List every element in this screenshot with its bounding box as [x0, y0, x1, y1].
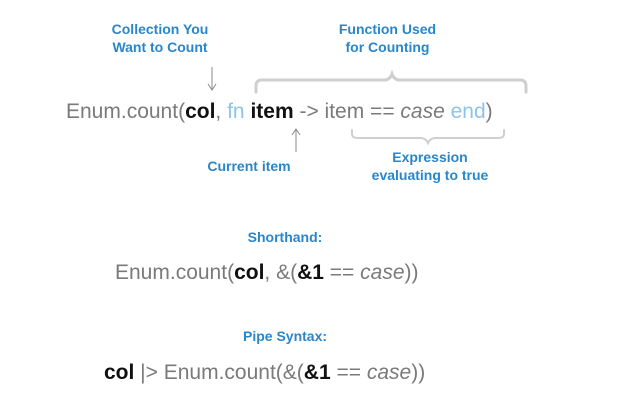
collection-arrow — [207, 67, 217, 91]
pipe-case: case — [366, 361, 412, 384]
function-label-line1: Function Used — [338, 21, 437, 37]
shorthand-col: col — [234, 261, 265, 284]
current-item-arrow — [291, 128, 301, 152]
shorthand-arg: &1 — [297, 261, 324, 284]
function-label-line2: for Counting — [345, 39, 430, 55]
main-fn-keyword: fn — [227, 100, 245, 123]
pipe-close: )) — [411, 361, 426, 384]
function-bracket — [254, 69, 528, 94]
main-item: item — [250, 100, 294, 123]
collection-label-line1: Collection You — [111, 21, 209, 37]
pipe-middle: |> Enum.count(&( — [134, 361, 304, 384]
current-item-label: Current item — [207, 158, 291, 174]
shorthand-middle: , &( — [264, 261, 298, 284]
main-arrow: -> item == — [293, 100, 401, 123]
collection-label-line2: Want to Count — [112, 39, 208, 55]
expression-label: Expression evaluating to true — [350, 148, 510, 184]
main-end-keyword: end — [450, 100, 486, 123]
shorthand-case: case — [360, 261, 405, 284]
pipe-arg: &1 — [303, 361, 331, 384]
pipe-expression: col |> Enum.count(&(&1 == case)) — [104, 360, 425, 386]
shorthand-heading: Shorthand: — [247, 229, 323, 245]
main-col: col — [185, 100, 216, 123]
shorthand-prefix: Enum.count( — [115, 261, 235, 284]
function-label: Function Used for Counting — [325, 20, 450, 56]
collection-label: Collection You Want to Count — [100, 20, 220, 56]
main-case: case — [400, 100, 445, 123]
main-comma: , — [215, 100, 228, 123]
pipe-heading: Pipe Syntax: — [242, 328, 328, 344]
expression-label-line1: Expression — [392, 149, 468, 165]
shorthand-eq: == — [323, 261, 361, 284]
main-close: ) — [485, 100, 493, 123]
main-prefix: Enum.count( — [66, 100, 186, 123]
pipe-eq: == — [330, 361, 367, 384]
main-expression: Enum.count(col, fn item -> item == case … — [66, 99, 493, 125]
shorthand-close: )) — [404, 261, 419, 284]
shorthand-expression: Enum.count(col, &(&1 == case)) — [115, 260, 419, 286]
pipe-col: col — [104, 361, 135, 384]
expression-bracket — [351, 129, 505, 146]
expression-label-line2: evaluating to true — [371, 167, 489, 183]
